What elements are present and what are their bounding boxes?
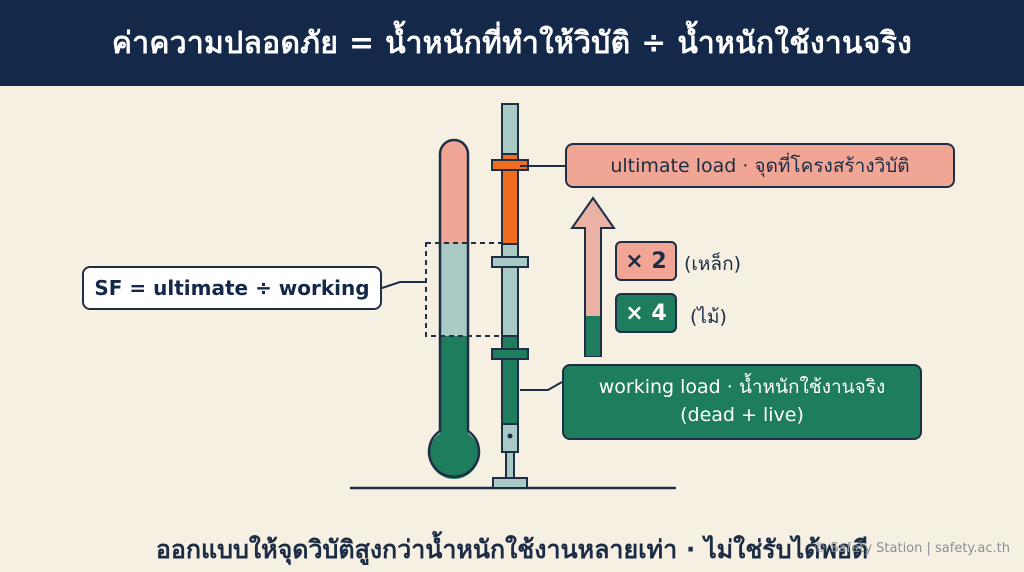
sf-formula-text: SF = ultimate ÷ working (94, 276, 370, 300)
base-jack-screw (505, 451, 515, 479)
thermometer-outline (427, 138, 481, 478)
scaffold-column (491, 103, 529, 489)
working-pointer (520, 381, 563, 391)
thermometer-bulb (429, 429, 479, 479)
working-zone (440, 336, 468, 436)
steel-factor-badge: × 2 (615, 241, 677, 281)
coupler-middle (491, 256, 529, 268)
steel-material-label: (เหล็ก) (684, 253, 741, 275)
ultimate-zone (440, 140, 468, 244)
load-increase-arrow (570, 196, 616, 357)
header-bar: ค่าความปลอดภัย = น้ำหนักที่ทำให้วิบัติ ÷… (0, 0, 1024, 86)
coupler-lower (491, 348, 529, 360)
working-load-text: working load · น้ำหนักใช้งานจริง (598, 376, 886, 399)
base-plate (492, 477, 528, 489)
wood-material-label: (ไม้) (690, 306, 727, 328)
column-top (501, 103, 519, 155)
credit-watermark: © Safety Station | safety.ac.th (813, 541, 1010, 556)
steel-factor-value: × 2 (625, 248, 667, 274)
wood-factor-value: × 4 (625, 300, 667, 326)
safety-margin-zone (440, 244, 468, 336)
safety-factor-diagram (350, 103, 676, 490)
working-load-subtext: (dead + live) (680, 404, 804, 426)
sf-formula-callout: SF = ultimate ÷ working (82, 266, 382, 310)
diagram-stage: SF = ultimate ÷ working ultimate load · … (0, 86, 1024, 572)
arrow-base-green (586, 316, 600, 356)
wood-factor-badge: × 4 (615, 293, 677, 333)
page-title: ค่าความปลอดภัย = น้ำหนักที่ทำให้วิบัติ ÷… (111, 25, 913, 61)
working-load-callout: working load · น้ำหนักใช้งานจริง (dead +… (562, 364, 922, 440)
footer-caption: ออกแบบให้จุดวิบัติสูงกว่าน้ำหนักใช้งานหล… (155, 535, 869, 564)
pin-hole (507, 433, 513, 439)
thermometer-gauge (425, 138, 516, 479)
ultimate-load-callout: ultimate load · จุดที่โครงสร้างวิบัติ (565, 143, 955, 188)
sf-pointer (381, 281, 426, 289)
ultimate-load-text: ultimate load · จุดที่โครงสร้างวิบัติ (610, 154, 910, 177)
